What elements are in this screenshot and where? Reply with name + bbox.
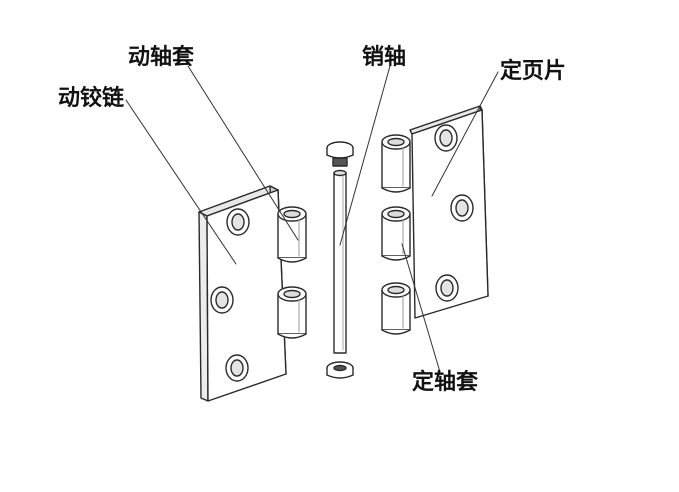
- leader-fixed-leaf: [431, 71, 499, 197]
- pin-head: [326, 141, 354, 167]
- leader-moving-hinge: [125, 99, 237, 265]
- label-moving-sleeve: 动轴套: [128, 45, 195, 70]
- leader-fixed-sleeve: [401, 243, 441, 373]
- leader-lines: [125, 65, 499, 373]
- pin-nut: [326, 361, 354, 379]
- fixed-sleeve-bottom: [381, 282, 411, 335]
- label-pin: 销轴: [362, 45, 407, 70]
- moving-sleeve-bottom: [277, 286, 307, 339]
- fixed-leaf-holes: [434, 124, 474, 302]
- pin-shaft: [333, 169, 347, 354]
- moving-sleeve-top: [277, 206, 307, 263]
- label-moving-hinge: 动铰链: [58, 86, 125, 111]
- leader-pin: [339, 65, 391, 246]
- moving-leaf-plate: [198, 185, 287, 402]
- fixed-sleeve-top: [381, 134, 411, 193]
- moving-leaf-holes: [210, 208, 250, 382]
- fixed-sleeve-middle: [381, 206, 411, 261]
- label-fixed-sleeve: 定轴套: [412, 370, 479, 395]
- fixed-leaf-plate: [409, 105, 489, 319]
- label-fixed-leaf: 定页片: [500, 59, 567, 84]
- leader-moving-sleeve: [187, 65, 299, 241]
